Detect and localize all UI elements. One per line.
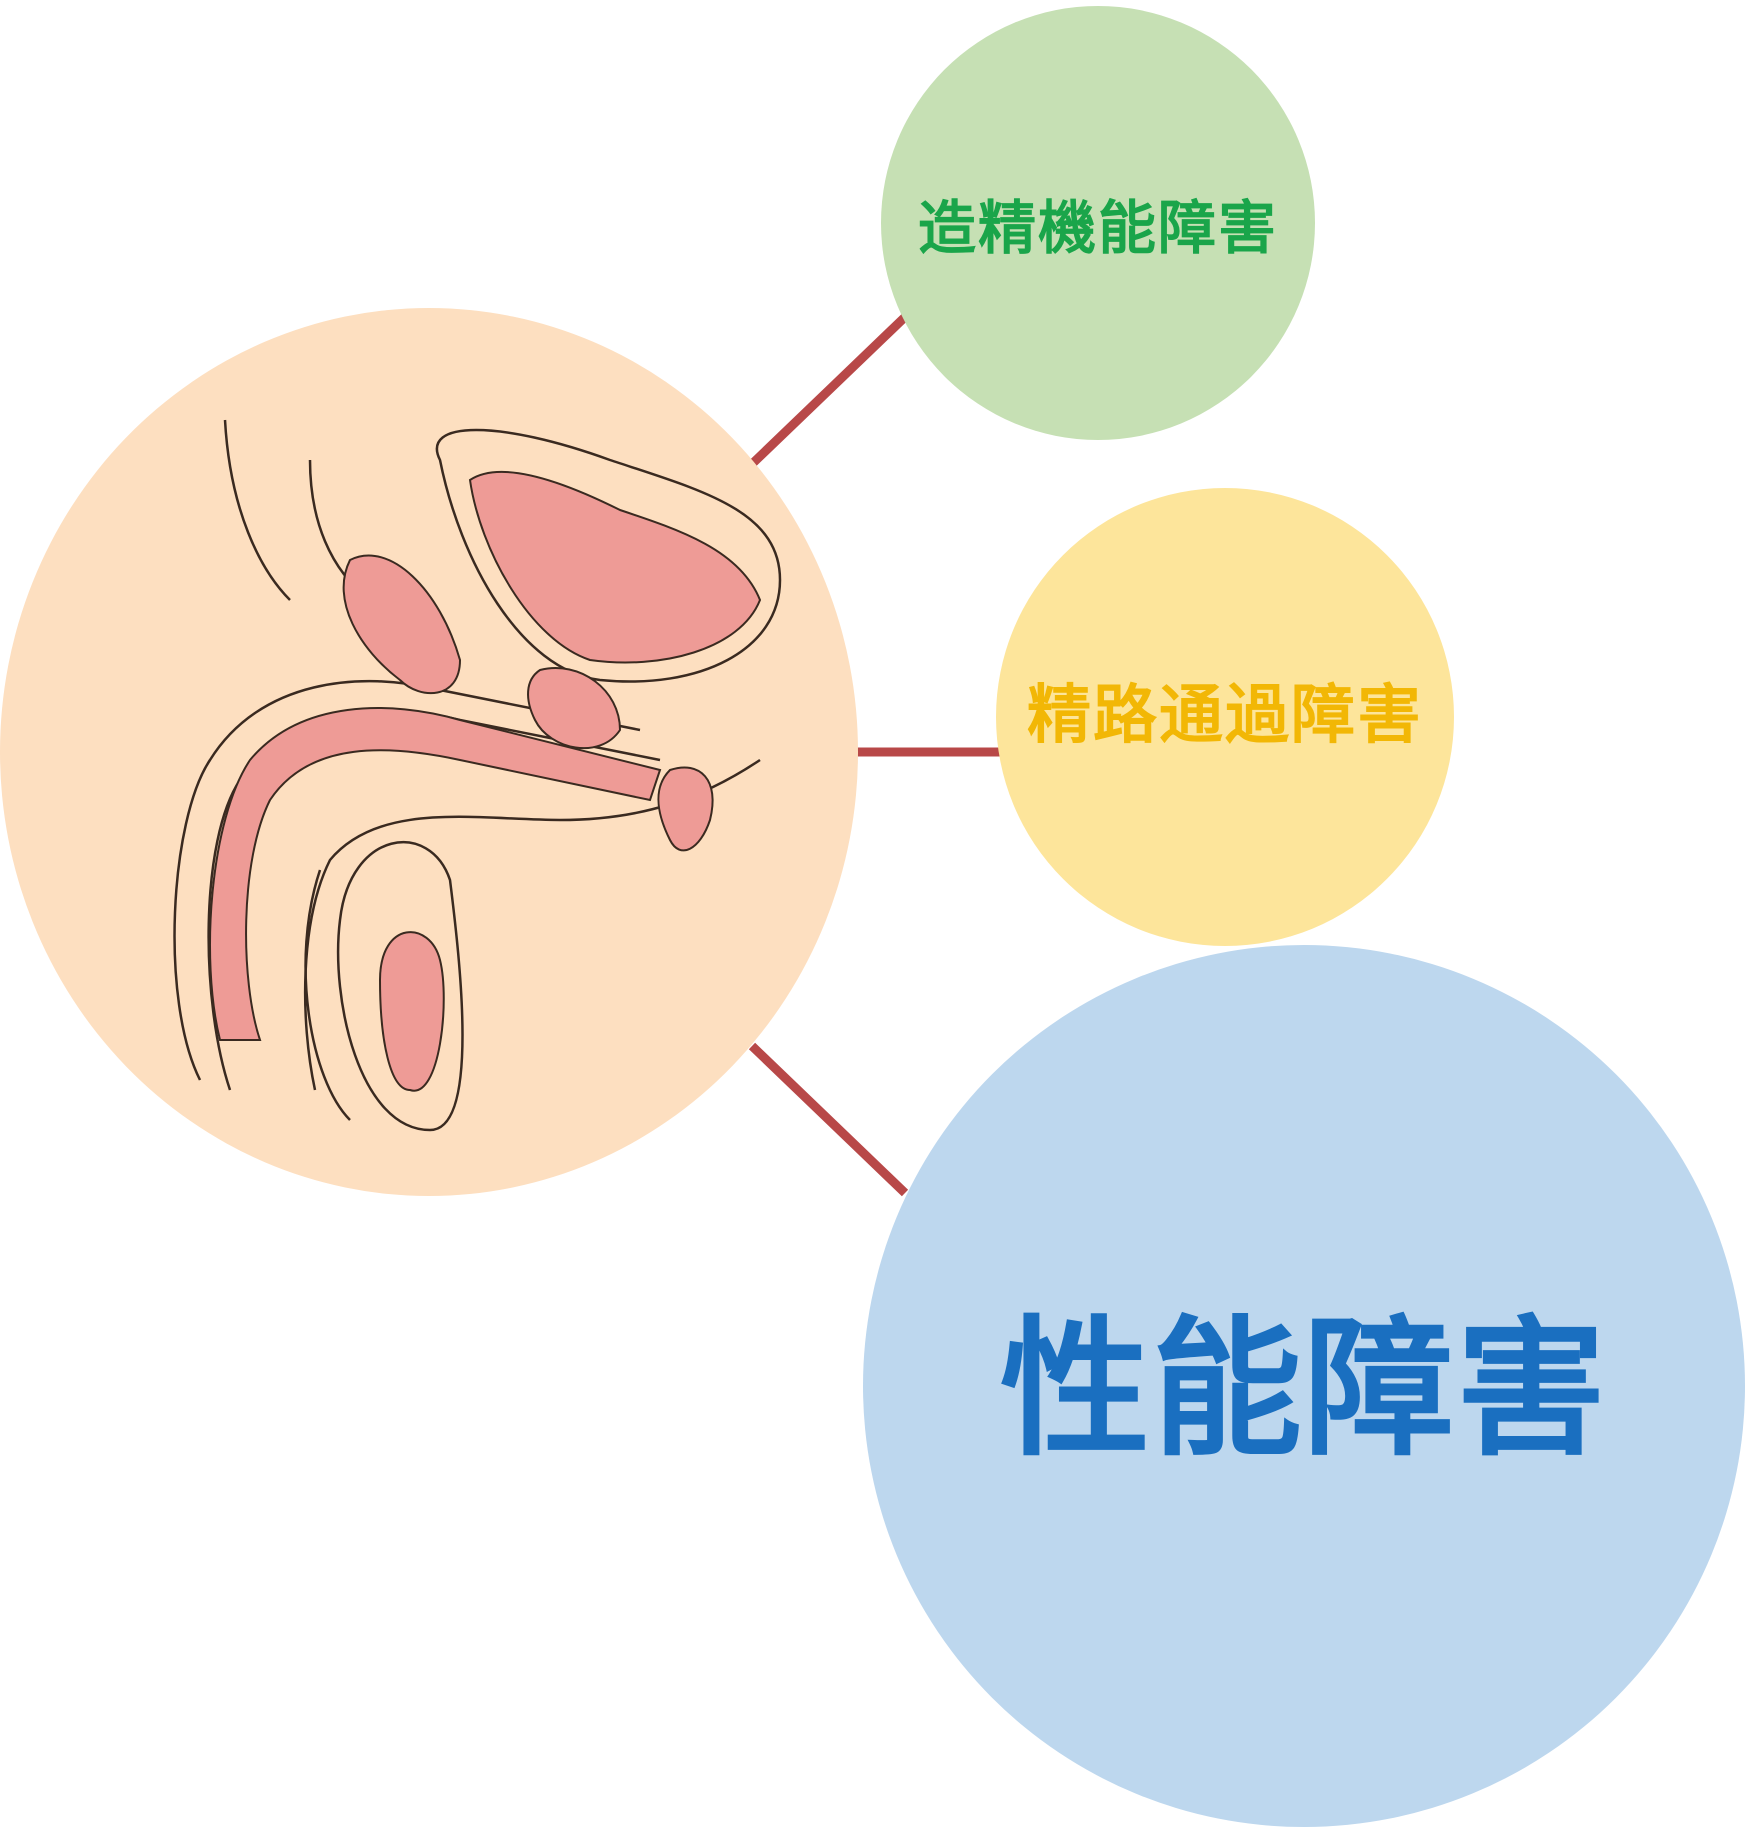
spermatogenesis-disorder-label: 造精機能障害 bbox=[917, 194, 1278, 262]
male-reproductive-anatomy-icon bbox=[173, 419, 782, 1132]
sexual-function-disorder-label: 性能障害 bbox=[999, 1302, 1608, 1477]
sexual-function-disorder-node: 性能障害 bbox=[863, 945, 1745, 1827]
connector-blue bbox=[748, 1042, 909, 1197]
connector-green bbox=[748, 313, 909, 468]
sperm-passage-disorder-label: 精路通過障害 bbox=[1027, 679, 1423, 753]
sperm-passage-disorder-node: 精路通過障害 bbox=[996, 488, 1454, 946]
spermatogenesis-disorder-node: 造精機能障害 bbox=[881, 6, 1315, 440]
